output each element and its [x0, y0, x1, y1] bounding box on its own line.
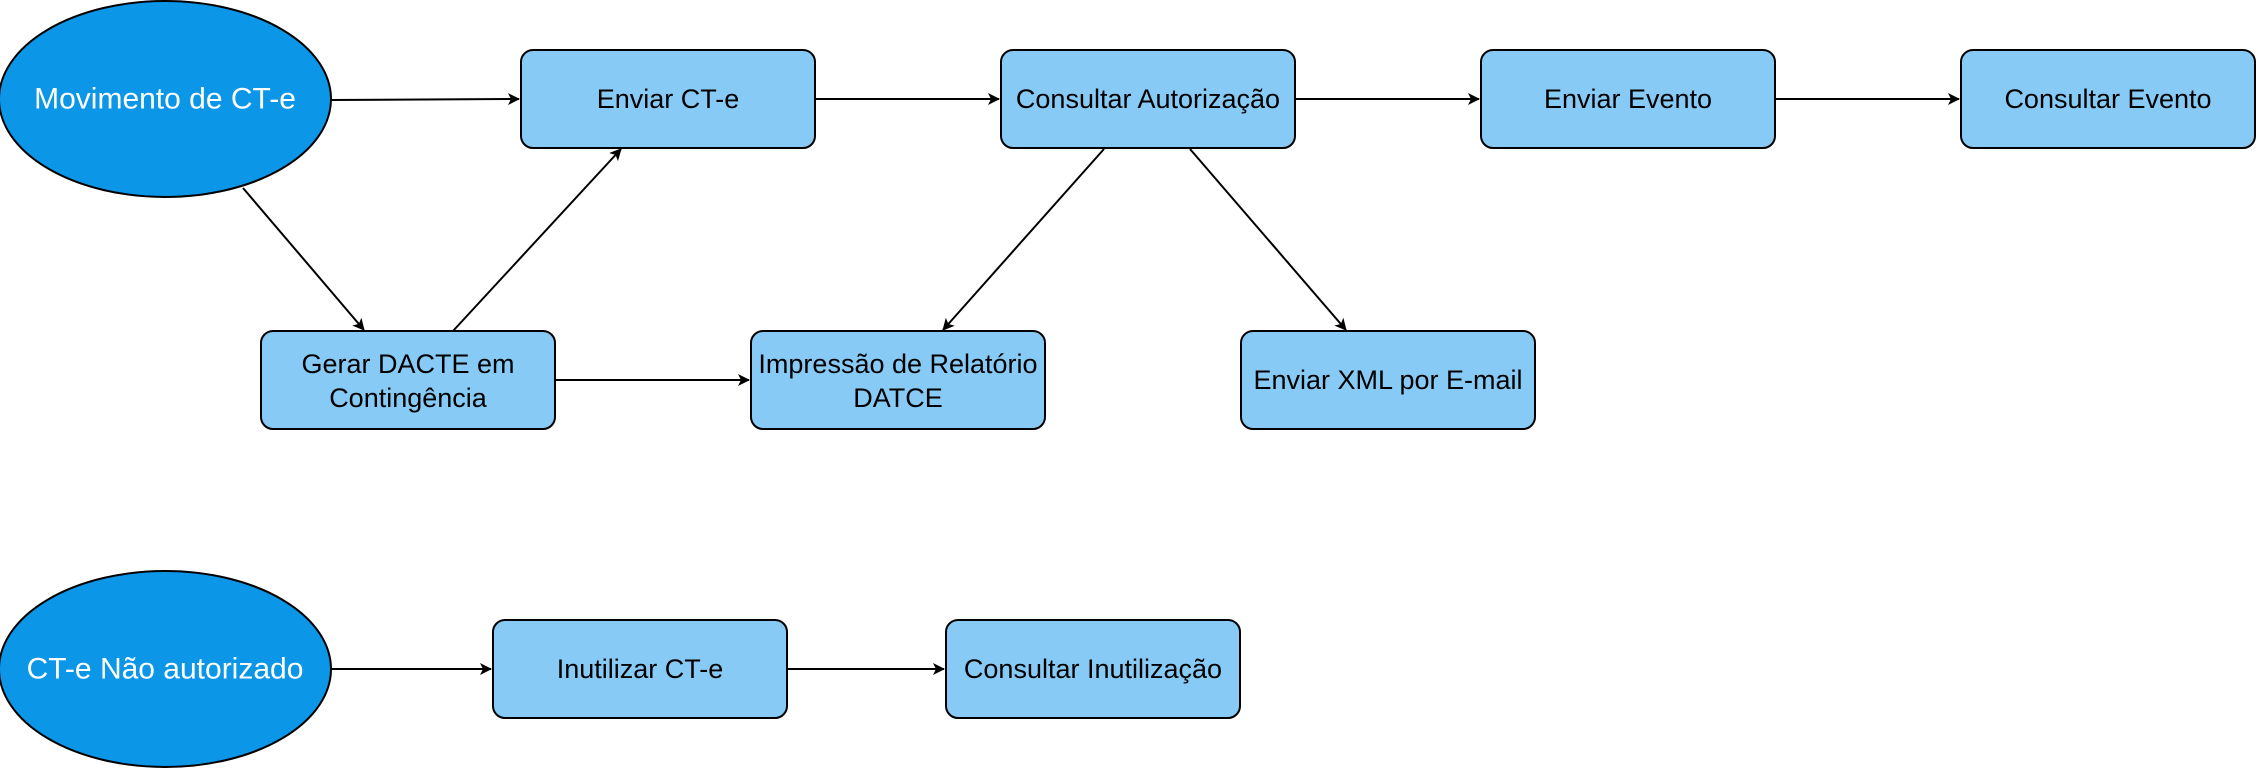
node-gerar-dacte-label-line2: Contingência	[329, 383, 488, 413]
node-nao-autorizado-label: CT-e Não autorizado	[27, 653, 304, 686]
node-enviar-evento[interactable]: Enviar Evento	[1480, 49, 1776, 149]
edge-movimento-to-gerar-dacte	[242, 187, 365, 331]
node-consultar-inutilizacao[interactable]: Consultar Inutilização	[945, 619, 1241, 719]
node-consultar-autorizacao-label: Consultar Autorização	[1016, 84, 1280, 114]
node-impressao-box	[750, 330, 1046, 430]
node-inutilizar-cte[interactable]: Inutilizar CT-e	[492, 619, 788, 719]
node-enviar-xml-label: Enviar XML por E-mail	[1253, 365, 1522, 395]
node-movimento-de-cte[interactable]: Movimento de CT-e	[0, 0, 332, 198]
node-consultar-inutilizacao-label: Consultar Inutilização	[964, 654, 1222, 684]
node-consultar-autorizacao[interactable]: Consultar Autorização	[1000, 49, 1296, 149]
node-inutilizar-box	[492, 619, 788, 719]
node-movimento-label: Movimento de CT-e	[34, 83, 296, 116]
edge-movimento-to-enviar-cte	[330, 93, 520, 106]
node-movimento-ellipse	[0, 0, 332, 198]
node-consultar-evento-label: Consultar Evento	[2004, 84, 2211, 114]
node-consultar-evento-box	[1960, 49, 2256, 149]
edge-gerar-dacte-to-enviar-cte	[452, 148, 622, 332]
node-enviar-cte[interactable]: Enviar CT-e	[520, 49, 816, 149]
node-inutilizar-label: Inutilizar CT-e	[557, 654, 724, 684]
edges	[242, 93, 1960, 675]
node-consultar-inutilizacao-box	[945, 619, 1241, 719]
node-cte-nao-autorizado[interactable]: CT-e Não autorizado	[0, 570, 332, 768]
node-gerar-dacte[interactable]: Gerar DACTE em Contingência	[260, 330, 556, 430]
node-impressao-label-line1: Impressão de Relatório	[758, 349, 1037, 379]
node-consultar-evento[interactable]: Consultar Evento	[1960, 49, 2256, 149]
node-enviar-cte-box	[520, 49, 816, 149]
node-enviar-xml[interactable]: Enviar XML por E-mail	[1240, 330, 1536, 430]
edge-consultar-autorizacao-to-enviar-xml	[1189, 148, 1347, 331]
node-impressao-relatorio[interactable]: Impressão de Relatório DATCE	[750, 330, 1046, 430]
node-enviar-evento-box	[1480, 49, 1776, 149]
node-nao-autorizado-ellipse	[0, 570, 332, 768]
edge-consultar-autorizacao-to-impressao	[942, 148, 1105, 331]
node-impressao-label-line2: DATCE	[853, 383, 943, 413]
node-gerar-dacte-box	[260, 330, 556, 430]
node-enviar-cte-label: Enviar CT-e	[597, 84, 740, 114]
node-gerar-dacte-label-line1: Gerar DACTE em	[301, 349, 514, 379]
node-enviar-xml-box	[1240, 330, 1536, 430]
node-enviar-evento-label: Enviar Evento	[1544, 84, 1712, 114]
node-consultar-autorizacao-box	[1000, 49, 1296, 149]
